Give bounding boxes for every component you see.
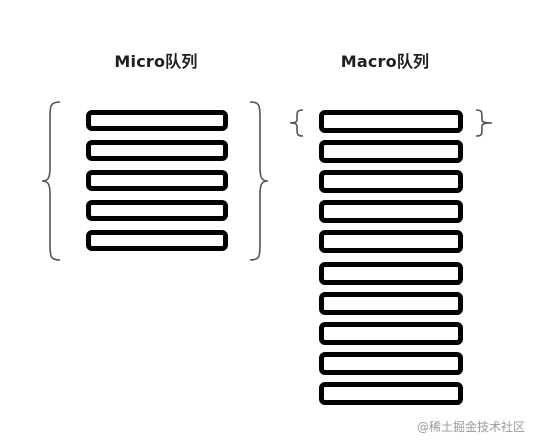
macro-queue-slot [319, 170, 463, 193]
macro-queue-title: Macro队列 [340, 52, 430, 71]
micro-queue-slot [86, 140, 228, 161]
micro-queue-slot [86, 230, 228, 251]
watermark: @稀土掘金技术社区 [416, 420, 525, 434]
macro-right-brace [475, 109, 493, 137]
macro-queue-slot [319, 382, 463, 405]
micro-queue-slot [86, 170, 228, 191]
micro-queue-title: Micro队列 [114, 52, 198, 71]
micro-queue-slot [86, 110, 228, 131]
micro-left-brace [41, 101, 61, 261]
macro-queue-slot [319, 352, 463, 375]
macro-queue-slot [319, 262, 463, 285]
macro-queue-slot [319, 140, 463, 163]
macro-queue-slot [319, 110, 463, 133]
macro-queue-slot [319, 230, 463, 253]
macro-queue-slot [319, 322, 463, 345]
micro-queue-slot [86, 200, 228, 221]
macro-left-brace [289, 109, 304, 137]
macro-queue-slot [319, 292, 463, 315]
macro-queue-slot [319, 200, 463, 223]
micro-right-brace [249, 101, 269, 261]
